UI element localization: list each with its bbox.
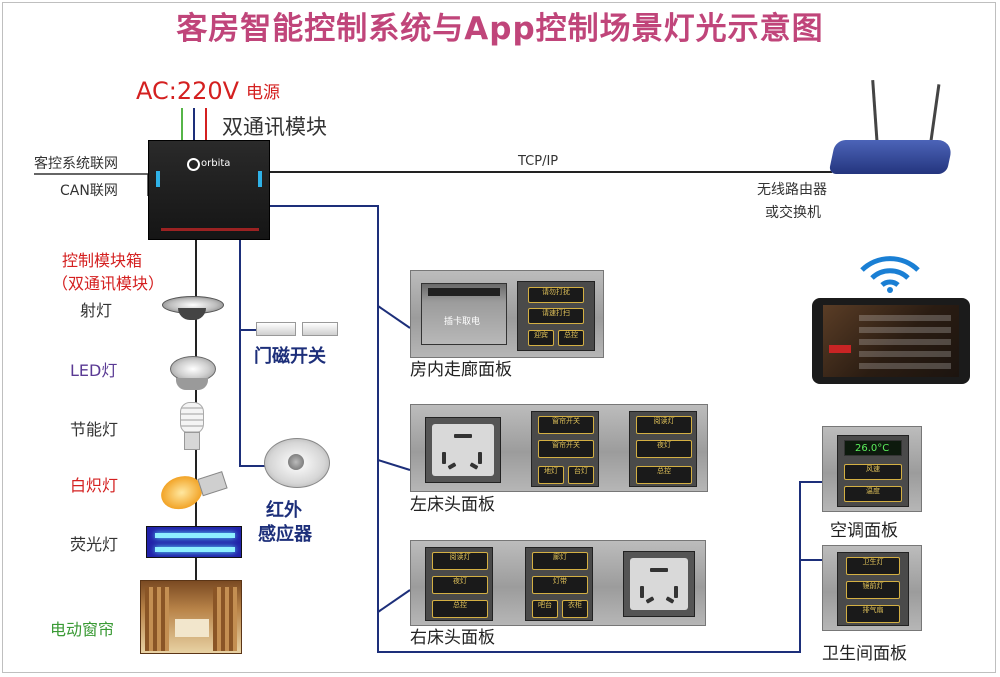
right-bed-btn-wardrobe[interactable]: 衣柜 [562,600,588,618]
led-light-label: LED灯 [70,361,118,380]
wifi-icon [860,256,920,293]
power-label-cn: 电源 [246,83,280,103]
module-brand: orbita [201,158,231,169]
door-magnet-icon [256,322,348,336]
left-bed-btn-curtain-2[interactable]: 窗帘开关 [538,440,594,458]
left-bed-btn-reading[interactable]: 阅读灯 [636,416,692,434]
ac-panel-face: 26.0°C 风速 温度 [837,435,909,507]
infrared-label-line1: 红外 [266,500,302,521]
tablet-screen [823,305,959,377]
module-led-right [258,171,262,187]
ac-btn-temp[interactable]: 温度 [844,486,902,502]
right-bed-btn-corridor[interactable]: 廊灯 [532,552,588,570]
fluorescent-tube-icon [146,526,242,558]
corridor-button-group: 请勿打扰 请速打扫 迎宾 总控 [517,281,595,351]
control-box-label-1: 控制模块箱 [62,251,143,270]
module-bottom-strip [161,228,259,231]
module-led-left [156,171,160,187]
bathroom-panel-face: 卫生灯 镜前灯 排气扇 [837,552,909,626]
ac-panel: 26.0°C 风速 温度 [822,426,922,512]
left-bed-btn-floor[interactable]: 地灯 [538,466,564,484]
right-bed-btn-reading[interactable]: 阅读灯 [432,552,488,570]
bathroom-panel-label: 卫生间面板 [822,644,907,664]
comm-module-label: 双通讯模块 [222,115,327,139]
left-bed-btn-desk[interactable]: 台灯 [568,466,594,484]
right-bed-panel: 阅读灯 夜灯 总控 廊灯 灯带 吧台 衣柜 [410,540,706,626]
left-bed-btn-night[interactable]: 夜灯 [636,440,692,458]
ac-panel-label: 空调面板 [830,521,898,541]
router-label-line1: 无线路由器 [757,182,827,198]
right-bed-group-b: 廊灯 灯带 吧台 衣柜 [525,547,593,621]
right-bed-btn-night[interactable]: 夜灯 [432,576,488,594]
door-sensor-wire [239,238,270,331]
corridor-branch [377,305,411,329]
tablet-red-button [829,345,851,353]
energy-saving-bulb-icon [178,402,204,450]
ac-display-temp: 26.0°C [855,443,890,454]
corridor-btn-dnd[interactable]: 请勿打扰 [528,287,584,303]
diagram-title: 客房智能控制系统与App控制场景灯光示意图 [176,11,824,47]
ac-display: 26.0°C [844,440,902,456]
router-label-line2: 或交换机 [765,205,821,221]
electric-curtain-icon [140,580,242,654]
control-box-label-2: （双通讯模块） [52,274,165,293]
right-bed-group-a: 阅读灯 夜灯 总控 [425,547,493,621]
corridor-btn-master[interactable]: 总控 [558,330,584,346]
infrared-sensor-wire [239,330,266,467]
bath-btn-fan[interactable]: 排气扇 [846,605,900,623]
led-light-icon [166,348,218,392]
bath-btn-light[interactable]: 卫生灯 [846,557,900,575]
corridor-btn-welcome[interactable]: 迎宾 [528,330,554,346]
left-bed-panel: 窗帘开关 窗帘开关 地灯 台灯 阅读灯 夜灯 总控 [410,404,708,492]
door-magnet-label: 门磁开关 [254,346,326,367]
right-bed-socket [623,551,695,617]
can-network-label: CAN联网 [60,183,118,199]
left-bed-btn-curtain-1[interactable]: 窗帘开关 [538,416,594,434]
bathroom-panel: 卫生灯 镜前灯 排气扇 [822,545,922,631]
left-bed-group-b: 阅读灯 夜灯 总控 [629,411,697,487]
ac-branch [799,481,822,560]
corridor-panel: 插卡取电 请勿打扰 请速打扫 迎宾 总控 [410,270,604,358]
orbita-logo-icon [187,158,200,171]
card-slot-label: 插卡取电 [444,317,481,327]
corridor-btn-clean[interactable]: 请速打扫 [528,308,584,324]
right-bed-panel-label: 右床头面板 [410,628,495,648]
card-slot: 插卡取电 [421,283,507,345]
control-module-box: orbita [148,140,270,240]
rightbed-branch [377,589,411,613]
left-bed-socket [425,417,501,483]
left-bed-btn-master[interactable]: 总控 [636,466,692,484]
tcp-ip-label: TCP/IP [518,154,559,169]
spot-light-label: 射灯 [80,301,113,320]
panel-bus-wire [270,205,801,653]
tablet-button-grid [859,315,951,369]
tablet-app [812,298,970,384]
left-bed-panel-label: 左床头面板 [410,495,495,515]
fluorescent-light-label: 荧光灯 [70,535,119,554]
left-bed-group-a: 窗帘开关 窗帘开关 地灯 台灯 [531,411,599,487]
wireless-router [828,78,954,186]
spot-light-icon [162,296,224,322]
corridor-panel-label: 房内走廊面板 [410,360,512,380]
curtain-label: 电动窗帘 [50,620,115,639]
incandescent-light-label: 白炽灯 [70,476,119,495]
right-bed-btn-strip[interactable]: 灯带 [532,576,588,594]
infrared-sensor-icon [264,438,330,488]
energy-light-label: 节能灯 [70,420,119,439]
power-label-ac: AC:220V [136,77,240,105]
router-body [828,140,954,174]
ac-btn-fan[interactable]: 风速 [844,464,902,480]
right-bed-btn-master[interactable]: 总控 [432,600,488,618]
infrared-label-line2: 感应器 [258,524,312,545]
right-bed-btn-bar[interactable]: 吧台 [532,600,558,618]
bath-btn-mirror[interactable]: 镜前灯 [846,581,900,599]
guest-network-label: 客控系统联网 [34,156,118,172]
leftbed-branch [377,459,411,471]
